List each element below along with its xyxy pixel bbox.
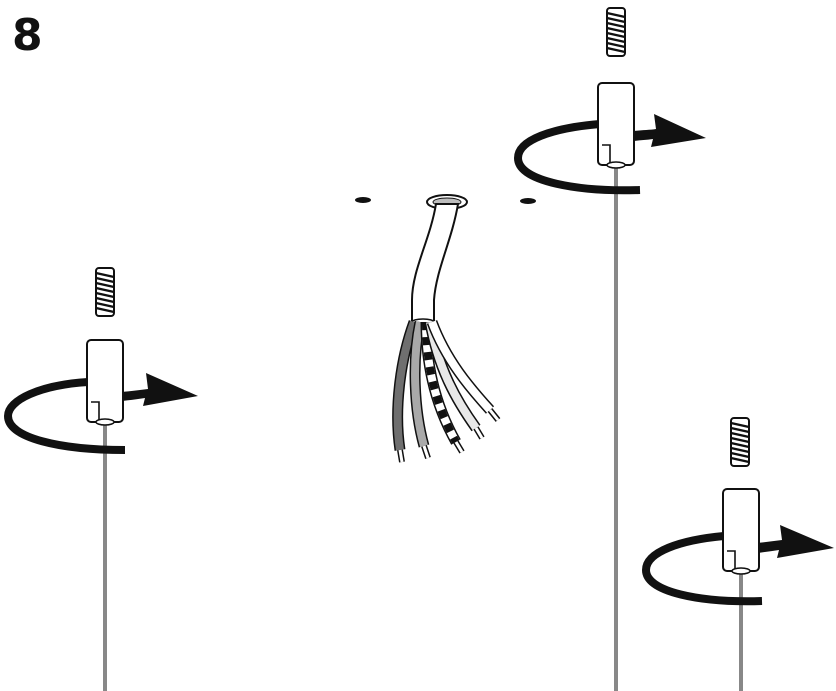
cord-sheath [411, 203, 460, 323]
ceiling-screw-hole [355, 197, 371, 203]
cable-gripper-sleeve-icon [722, 488, 760, 575]
cable-gripper-sleeve-icon [597, 82, 635, 169]
clockwise-rotate-arrow-icon [634, 114, 706, 147]
ceiling-screw-hole [520, 198, 536, 204]
clockwise-rotate-arrow-icon [122, 373, 198, 406]
rotate-arrow-back [513, 120, 641, 195]
grub-screw-icon [94, 266, 116, 318]
grub-screw-icon [729, 416, 751, 468]
rotate-arrow-back [3, 378, 126, 454]
top-right-assembly [513, 6, 706, 691]
step-number: 8 [12, 10, 43, 61]
cable-gripper-sleeve-icon [86, 339, 124, 426]
rotate-arrow-back [641, 532, 763, 606]
left-assembly [3, 266, 198, 691]
power-cord-with-wires [355, 194, 536, 463]
clockwise-rotate-arrow-icon [758, 525, 834, 558]
grub-screw-icon [605, 6, 627, 58]
bottom-right-assembly [641, 416, 834, 691]
